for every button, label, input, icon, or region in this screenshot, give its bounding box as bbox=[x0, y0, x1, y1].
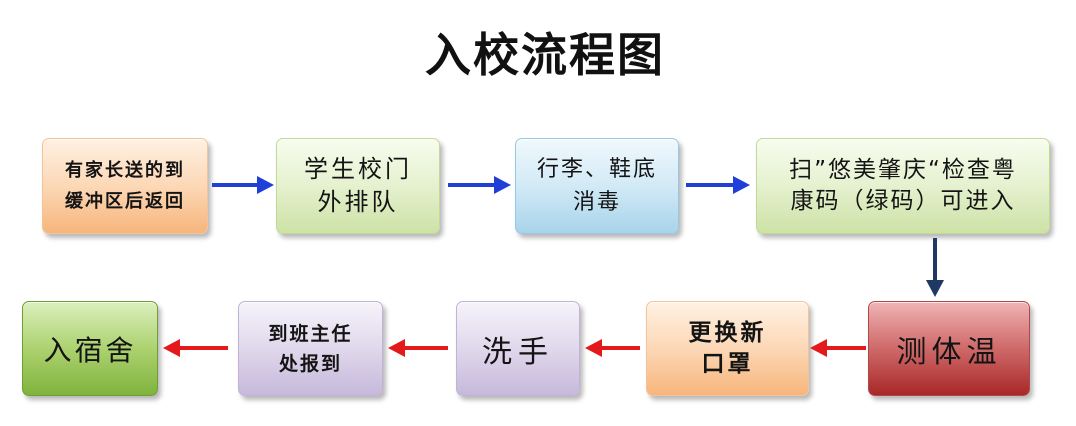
arrow-left-icon bbox=[388, 339, 448, 357]
step-temperature-check: 测体温 bbox=[868, 301, 1030, 396]
arrow-left-icon bbox=[163, 339, 228, 357]
step-label-line: 测体温 bbox=[896, 334, 1002, 370]
step-hand-washing: 洗手 bbox=[456, 301, 580, 396]
arrow-right-icon bbox=[686, 176, 750, 194]
step-label-line: 洗手 bbox=[482, 334, 554, 370]
arrow-left-icon bbox=[585, 339, 640, 357]
arrow-left-icon bbox=[810, 339, 866, 357]
step-label-line: 到班主任 bbox=[268, 322, 353, 345]
step-label-line: 行李、鞋底 bbox=[536, 157, 657, 182]
step-label-line: 入宿舍 bbox=[43, 333, 137, 367]
step-parent-dropoff: 有家长送的到 缓冲区后返回 bbox=[42, 138, 208, 234]
step-gate-queue: 学生校门 外排队 bbox=[276, 138, 440, 234]
step-label-line: 学生校门 bbox=[304, 155, 412, 183]
step-label-line: 消毒 bbox=[572, 190, 621, 215]
step-label-line: 扫”悠美肇庆“检查粤 bbox=[789, 157, 1017, 183]
step-label-line: 有家长送的到 bbox=[65, 160, 185, 181]
step-label-line: 缓冲区后返回 bbox=[65, 191, 185, 212]
step-label-line: 口罩 bbox=[701, 350, 754, 377]
step-health-code-scan: 扫”悠美肇庆“检查粤 康码（绿码）可进入 bbox=[756, 138, 1050, 234]
step-report-to-teacher: 到班主任 处报到 bbox=[238, 301, 383, 396]
page-title: 入校流程图 bbox=[425, 28, 665, 82]
step-mask-change: 更换新 口罩 bbox=[646, 301, 809, 396]
step-label-line: 康码（绿码）可进入 bbox=[790, 188, 1016, 214]
step-enter-dormitory: 入宿舍 bbox=[22, 301, 158, 396]
step-luggage-disinfection: 行李、鞋底 消毒 bbox=[515, 138, 679, 234]
step-label-line: 更换新 bbox=[688, 319, 767, 346]
arrow-down-icon bbox=[926, 238, 944, 297]
step-label-line: 处报到 bbox=[278, 352, 342, 375]
arrow-right-icon bbox=[212, 176, 274, 194]
arrow-right-icon bbox=[448, 176, 511, 194]
step-label-line: 外排队 bbox=[317, 188, 399, 216]
